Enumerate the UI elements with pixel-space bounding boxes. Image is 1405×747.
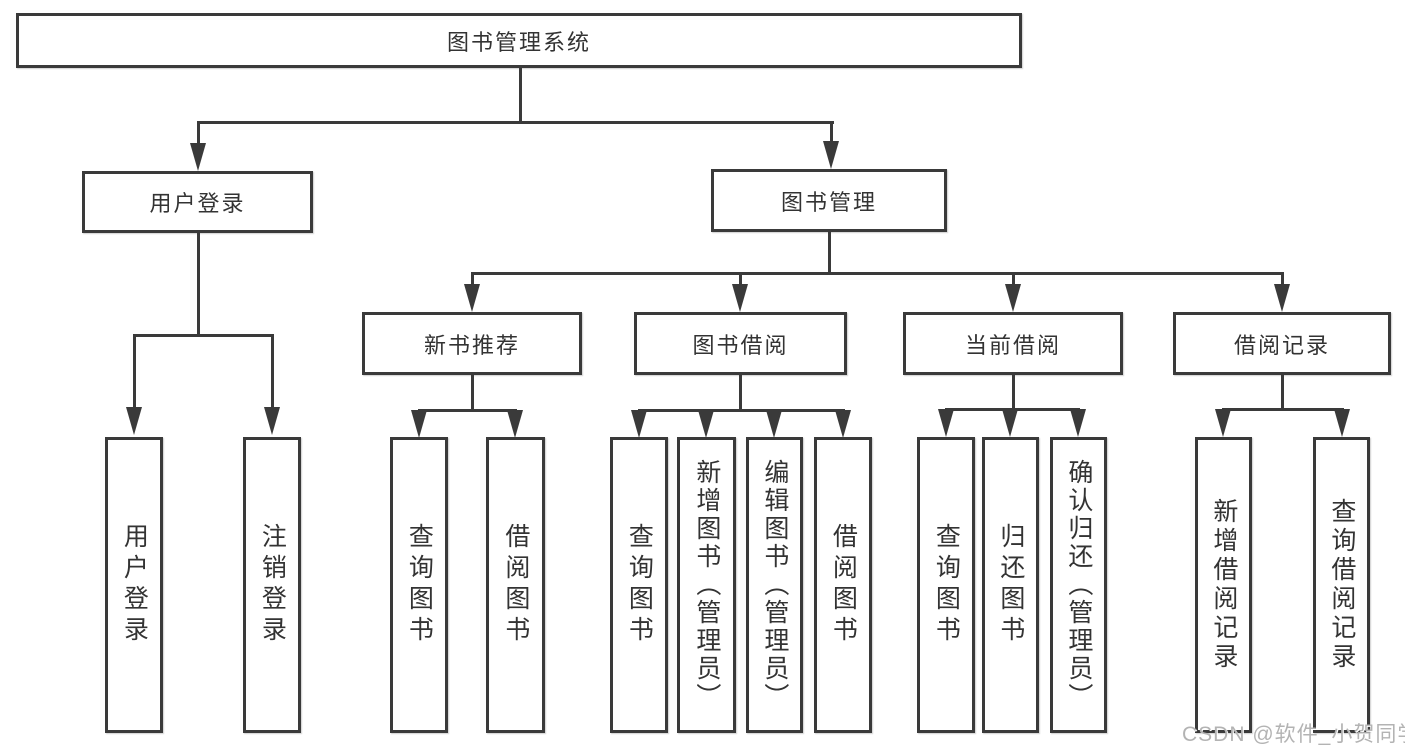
arrow-down-icon: [1274, 284, 1290, 312]
connector-line: [471, 375, 474, 412]
connector-line: [638, 409, 845, 412]
arrow-down-icon: [1334, 409, 1350, 437]
arrow-down-icon: [190, 143, 206, 171]
leaf-add-borrow-record-label: 新增借阅记录: [1209, 498, 1238, 672]
leaf-confirm-return-admin: 确认归还（管理员）: [1050, 437, 1107, 733]
arrow-down-icon: [464, 284, 480, 312]
leaf-borrow-book-label: 借阅图书: [829, 523, 858, 647]
node-current-borrow-label: 当前借阅: [964, 332, 1061, 358]
connector-line: [418, 409, 517, 412]
csdn-watermark: CSDN @软件_小贺同学: [1182, 723, 1405, 746]
leaf-query-borrow-record-label: 查询借阅记录: [1327, 498, 1356, 672]
leaf-edit-book-admin-label: 编辑图书（管理员）: [760, 459, 789, 711]
leaf-add-book-admin-label: 新增图书（管理员）: [692, 459, 721, 711]
node-user-login: 用户登录: [82, 171, 313, 233]
leaf-query-book-recommend-label: 查询图书: [405, 523, 434, 647]
connector-line: [197, 233, 200, 337]
leaf-query-book-borrow: 查询图书: [610, 437, 668, 733]
leaf-query-book-current: 查询图书: [917, 437, 975, 733]
node-new-book-recommend-label: 新书推荐: [423, 332, 520, 358]
node-library-system-label: 图书管理系统: [446, 29, 591, 55]
leaf-logout-label: 注销登录: [258, 523, 287, 647]
arrow-down-icon: [823, 141, 839, 169]
connector-line: [1281, 272, 1284, 288]
connector-line: [1222, 408, 1344, 411]
connector-line: [197, 121, 834, 124]
connector-line: [1281, 375, 1284, 411]
arrow-down-icon: [835, 410, 851, 438]
leaf-query-book-recommend: 查询图书: [390, 437, 448, 733]
leaf-add-book-admin: 新增图书（管理员）: [677, 437, 736, 733]
leaf-user-login-label: 用户登录: [120, 523, 149, 647]
leaf-edit-book-admin: 编辑图书（管理员）: [746, 437, 803, 733]
leaf-borrow-book-recommend-label: 借阅图书: [501, 523, 530, 647]
connector-line: [271, 334, 274, 412]
node-current-borrow: 当前借阅: [903, 312, 1123, 375]
node-new-book-recommend: 新书推荐: [362, 312, 582, 375]
node-library-system: 图书管理系统: [16, 13, 1022, 68]
connector-line: [471, 272, 1283, 275]
leaf-add-borrow-record: 新增借阅记录: [1195, 437, 1252, 733]
connector-line: [739, 375, 742, 412]
arrow-down-icon: [1070, 409, 1086, 437]
arrow-down-icon: [1005, 284, 1021, 312]
connector-line: [133, 334, 136, 412]
arrow-down-icon: [411, 410, 427, 438]
node-book-management-label: 图书管理: [780, 189, 877, 215]
arrow-down-icon: [126, 407, 142, 435]
leaf-user-login: 用户登录: [105, 437, 163, 733]
leaf-confirm-return-admin-label: 确认归还（管理员）: [1064, 459, 1093, 711]
node-book-borrow: 图书借阅: [634, 312, 847, 375]
leaf-borrow-book-recommend: 借阅图书: [486, 437, 545, 733]
leaf-return-book: 归还图书: [982, 437, 1039, 733]
arrow-down-icon: [732, 284, 748, 312]
connector-line: [828, 232, 831, 275]
connector-line: [1012, 375, 1015, 411]
connector-line: [197, 121, 200, 149]
leaf-query-book-current-label: 查询图书: [932, 523, 961, 647]
arrow-down-icon: [264, 407, 280, 435]
connector-line: [830, 121, 833, 149]
node-borrow-record: 借阅记录: [1173, 312, 1391, 375]
arrow-down-icon: [507, 410, 523, 438]
leaf-query-borrow-record: 查询借阅记录: [1313, 437, 1370, 733]
node-borrow-record-label: 借阅记录: [1233, 332, 1330, 358]
arrow-down-icon: [1215, 409, 1231, 437]
arrow-down-icon: [766, 410, 782, 438]
connector-line: [1012, 272, 1015, 288]
connector-line: [739, 272, 742, 288]
connector-line: [133, 334, 274, 337]
arrow-down-icon: [1002, 409, 1018, 437]
connector-line: [471, 272, 474, 288]
leaf-logout: 注销登录: [243, 437, 301, 733]
node-user-login-label: 用户登录: [149, 191, 246, 216]
leaf-borrow-book: 借阅图书: [814, 437, 872, 733]
arrow-down-icon: [631, 410, 647, 438]
leaf-return-book-label: 归还图书: [996, 523, 1025, 647]
node-book-borrow-label: 图书借阅: [692, 332, 789, 358]
connector-line: [519, 68, 522, 124]
leaf-query-book-borrow-label: 查询图书: [625, 523, 654, 647]
arrow-down-icon: [698, 410, 714, 438]
node-book-management: 图书管理: [711, 169, 947, 232]
arrow-down-icon: [938, 409, 954, 437]
